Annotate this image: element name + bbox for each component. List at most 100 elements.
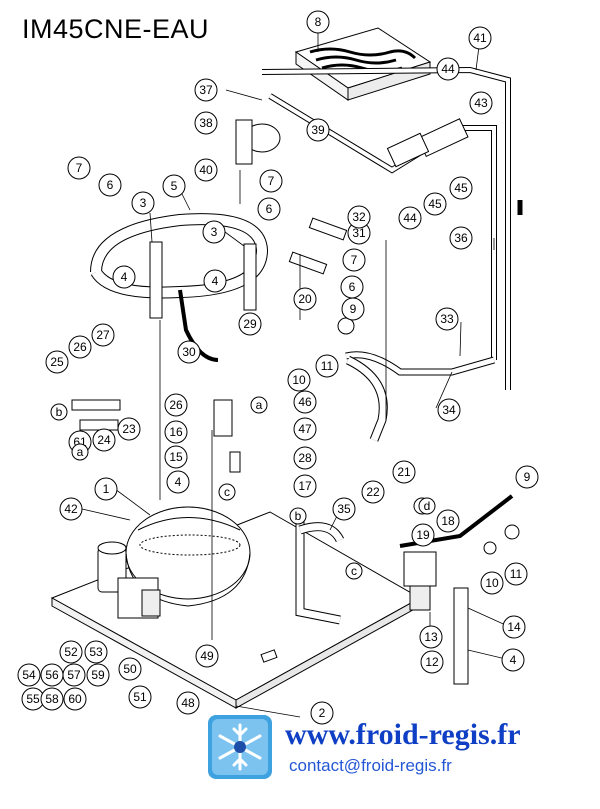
callout-label: 16	[169, 425, 183, 439]
callout-label: a	[77, 445, 84, 459]
callout-15: 15	[164, 445, 188, 469]
callout-circle	[306, 10, 330, 34]
callout-label: 53	[89, 645, 103, 659]
callout-circle	[218, 483, 236, 501]
callout-16: 16	[164, 420, 188, 444]
callout-circle	[259, 169, 283, 193]
callout-label: 11	[510, 567, 523, 581]
callout-45: 45	[449, 176, 473, 200]
callout-label: 4	[510, 653, 517, 667]
callout-circle	[306, 118, 330, 142]
callout-label: 45	[428, 197, 442, 211]
callout-38: 38	[194, 111, 218, 135]
callout-17: 17	[293, 474, 317, 498]
callout-label: 12	[425, 655, 439, 669]
valves	[213, 118, 520, 611]
callout-56: 56	[40, 663, 64, 687]
callout-52: 52	[59, 640, 83, 664]
callout-4: 4	[112, 265, 136, 289]
callout-label: 56	[45, 668, 59, 682]
callout-label: 4	[175, 475, 182, 489]
callout-circle	[480, 571, 504, 595]
callout-label: 37	[199, 83, 213, 97]
callout-label: 26	[169, 398, 183, 412]
callout-circle	[437, 398, 461, 422]
callout-label: 7	[76, 161, 83, 175]
snowflake-logo	[208, 715, 272, 784]
callout-26: 26	[164, 393, 188, 417]
callout-30: 30	[177, 340, 201, 364]
callout-b: b	[50, 403, 68, 421]
callout-circle	[392, 460, 416, 484]
callout-circle	[449, 176, 473, 200]
callout-3: 3	[202, 220, 226, 244]
callout-7: 7	[342, 248, 366, 272]
callout-a: a	[250, 396, 268, 414]
callout-d: d	[418, 497, 436, 515]
callout-a: a	[71, 443, 89, 461]
callout-label: 3	[140, 196, 147, 210]
callout-label: 41	[473, 31, 487, 45]
callout-circle	[50, 403, 68, 421]
callout-label: 18	[441, 514, 455, 528]
callout-label: 54	[22, 668, 36, 682]
callout-60: 60	[63, 687, 87, 711]
callout-circle	[315, 354, 339, 378]
callout-53: 53	[84, 640, 108, 664]
callout-label: 9	[350, 302, 357, 316]
callout-label: 38	[199, 116, 213, 130]
compressor	[125, 506, 251, 607]
callout-label: 5	[171, 179, 178, 193]
callout-circle	[411, 523, 435, 547]
callout-circle	[62, 663, 86, 687]
callout-circle	[164, 393, 188, 417]
callout-5: 5	[162, 174, 186, 198]
callout-circle	[436, 509, 460, 533]
callout-label: 6	[349, 280, 356, 294]
callout-2: 2	[310, 701, 334, 725]
callout-circle	[504, 562, 528, 586]
callout-circle	[71, 443, 89, 461]
contact-email[interactable]: contact@froid-regis.fr	[289, 756, 452, 775]
callout-circle	[341, 297, 365, 321]
callout-label: 8	[315, 15, 322, 29]
callout-33: 33	[435, 307, 459, 331]
terminal-box	[117, 577, 161, 619]
callout-label: 11	[321, 359, 334, 373]
callout-circle	[293, 417, 317, 441]
callout-circle	[502, 615, 526, 639]
callout-14: 14	[502, 615, 526, 639]
callout-35: 35	[332, 497, 356, 521]
callout-46: 46	[293, 390, 317, 414]
callout-37: 37	[194, 78, 218, 102]
callout-31: 31	[347, 221, 371, 245]
callout-11: 11	[504, 562, 528, 586]
callout-circle	[195, 644, 219, 668]
callout-label: 19	[416, 528, 430, 542]
callout-27: 27	[91, 323, 115, 347]
callout-12: 12	[420, 650, 444, 674]
callout-circle	[131, 191, 155, 215]
callout-10: 10	[480, 571, 504, 595]
callout-19: 19	[411, 523, 435, 547]
callout-11: 11	[315, 354, 339, 378]
callout-57: 57	[62, 663, 86, 687]
callout-10: 10	[287, 368, 311, 392]
callout-25: 25	[45, 350, 69, 374]
callout-label: 21	[397, 465, 411, 479]
callout-8: 8	[306, 10, 330, 34]
callout-label: 6	[266, 202, 273, 216]
callout-50: 50	[118, 657, 142, 681]
callout-label: 28	[298, 451, 312, 465]
callout-label: 4	[121, 270, 128, 284]
callout-circle	[501, 648, 525, 672]
callout-circle	[194, 111, 218, 135]
callout-7: 7	[67, 156, 91, 180]
website-link[interactable]: www.froid-regis.fr	[285, 718, 521, 751]
callout-circle	[293, 390, 317, 414]
callout-label: 24	[97, 433, 111, 447]
callout-label: 42	[64, 502, 78, 516]
callout-circle	[469, 91, 493, 115]
callout-circle	[449, 226, 473, 250]
callout-6: 6	[98, 173, 122, 197]
